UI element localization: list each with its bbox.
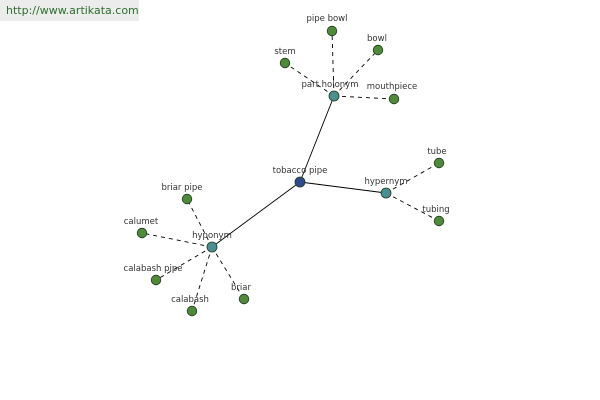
- label-leaves-stem: stem: [274, 47, 295, 57]
- edge-root-to-relations-hyponym: [211, 181, 301, 248]
- node-leaves-briar[interactable]: [238, 293, 250, 305]
- label-leaves-calumet: calumet: [124, 217, 159, 227]
- edges: [141, 30, 440, 312]
- edge-relations-hyponym-to-leaves-calabash-pipe: [155, 246, 213, 281]
- nodes: [136, 25, 445, 317]
- node-leaves-bowl[interactable]: [372, 44, 384, 56]
- label-relations-hyponym: hyponym: [192, 231, 232, 241]
- edge-root-to-relations-part-holonym: [299, 95, 335, 183]
- node-leaves-calabash-pipe[interactable]: [150, 274, 162, 286]
- node-leaves-tubing[interactable]: [433, 215, 445, 227]
- label-leaves-calabash: calabash: [171, 295, 209, 305]
- label-leaves-briar-pipe: briar pipe: [161, 183, 202, 193]
- label-leaves-bowl: bowl: [367, 34, 387, 44]
- labels: tobacco pipe part holonym hypernym hyponym p…: [124, 14, 450, 305]
- edge-relations-part-holonym-to-leaves-pipe-bowl: [331, 30, 335, 97]
- label-leaves-mouthpiece: mouthpiece: [367, 82, 417, 92]
- edge-relations-hyponym-to-leaves-briar-pipe: [186, 198, 213, 248]
- label-root: tobacco pipe: [273, 166, 328, 176]
- label-leaves-pipe-bowl: pipe bowl: [307, 14, 348, 24]
- node-leaves-tube[interactable]: [433, 157, 445, 169]
- edge-relations-part-holonym-to-leaves-bowl: [333, 49, 379, 97]
- node-relations-hypernym[interactable]: [380, 187, 392, 199]
- edge-relations-hypernym-to-leaves-tube: [385, 162, 440, 194]
- node-relations-hyponym[interactable]: [206, 241, 218, 253]
- label-relations-part-holonym: part holonym: [302, 80, 359, 90]
- edge-relations-hyponym-to-leaves-calumet: [141, 232, 213, 248]
- node-leaves-briar-pipe[interactable]: [181, 193, 193, 205]
- node-root[interactable]: [294, 176, 306, 188]
- node-leaves-calabash[interactable]: [186, 305, 198, 317]
- node-leaves-calumet[interactable]: [136, 227, 148, 239]
- edge-root-to-relations-hypernym: [299, 181, 387, 194]
- edge-relations-hyponym-to-leaves-briar: [211, 246, 245, 300]
- label-leaves-tube: tube: [427, 147, 446, 157]
- label-relations-hypernym: hypernym: [364, 177, 407, 187]
- label-leaves-briar: briar: [231, 283, 251, 293]
- node-relations-part-holonym[interactable]: [328, 90, 340, 102]
- edge-relations-hyponym-to-leaves-calabash: [191, 246, 213, 312]
- node-leaves-mouthpiece[interactable]: [388, 93, 400, 105]
- node-leaves-stem[interactable]: [279, 57, 291, 69]
- label-leaves-calabash-pipe: calabash pipe: [124, 264, 183, 274]
- edge-relations-hypernym-to-leaves-tubing: [385, 192, 440, 222]
- edge-relations-part-holonym-to-leaves-mouthpiece: [333, 95, 395, 100]
- node-leaves-pipe-bowl[interactable]: [326, 25, 338, 37]
- watermark-url: http://www.artikata.com: [0, 0, 139, 21]
- label-leaves-tubing: tubing: [422, 205, 449, 215]
- edge-relations-part-holonym-to-leaves-stem: [284, 62, 335, 97]
